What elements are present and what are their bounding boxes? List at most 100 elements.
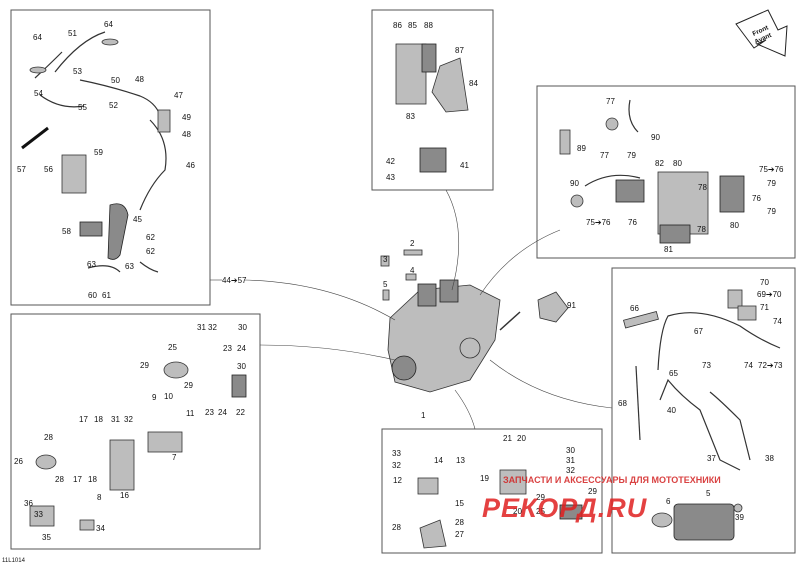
part-callout: 24 [218,408,227,417]
part-callout: 47 [174,91,183,100]
ecu-group [395,43,469,173]
part-callout: 24 [237,344,246,353]
part-callout: 86 [393,21,402,30]
part-callout: 49 [182,113,191,122]
part-callout: 14 [434,456,443,465]
drawing-code: 11L1014 [2,558,26,564]
part-callout: 18 [94,415,103,424]
part-callout: 12 [393,476,402,485]
part-callout: 90 [651,133,660,142]
part-callout: 23 [205,408,214,417]
part-callout: 33 [34,510,43,519]
part-callout: 5 [706,489,711,498]
part-callout: 36 [24,499,33,508]
part-callout: 61 [102,291,111,300]
part-callout: 63 [125,262,134,271]
part-callout: 53 [73,67,82,76]
part-callout: 58 [62,227,71,236]
part-callout: 29 [536,493,545,502]
part-callout: 91 [567,301,576,310]
callouts-bottom-center: 33 32 14 13 12 15 21 20 30 31 32 19 29 2… [392,434,597,539]
part-callout: 28 [44,433,53,442]
part-callout: 23 [223,344,232,353]
part-callout: 29 [140,361,149,370]
part-callout: 57 [17,165,26,174]
part-callout: 30 [238,323,247,332]
part-callout: 50 [111,76,120,85]
part-callout: 68 [618,399,627,408]
part-callout: 75➔76 [759,165,784,174]
part-callout: 66 [630,304,639,313]
part-callout: 60 [88,291,97,300]
part-callout: 75➔76 [586,218,611,227]
part-callout: 28 [392,523,401,532]
part-callout: 18 [88,475,97,484]
part-callout: 78 [698,183,707,192]
part-callout: 43 [386,173,395,182]
part-callout: 32 [208,323,217,332]
front-direction-badge: Front Avant [735,9,788,57]
part-callout: 32 [392,461,401,470]
electrical-group [559,99,745,244]
throttle-body-group [623,289,781,541]
part-callout: 19 [480,474,489,483]
part-callout: 21 [503,434,512,443]
part-callout: 79 [627,151,636,160]
watermark: ЗАПЧАСТИ И АКСЕССУАРЫ ДЛЯ МОТОТЕХНИКИ РЕ… [482,475,721,523]
part-callout: 3 [383,255,388,264]
part-callout: 39 [735,513,744,522]
engine-block [387,279,569,393]
callouts-bottom-left: 31 32 30 25 23 24 29 29 30 9 10 23 24 22… [14,323,247,542]
part-callout: 29 [184,381,193,390]
part-callout: 7 [172,453,177,462]
part-callout: 30 [237,362,246,371]
watermark-logo: РЕКОРД.RU [482,493,648,523]
part-callout: 11 [186,409,195,418]
part-callout: 65 [669,369,678,378]
part-callout: 29 [588,487,597,496]
part-callout: 89 [577,144,586,153]
part-callout: 31 [566,456,575,465]
part-callout: 1 [421,411,426,420]
part-callout: 74 [773,317,782,326]
part-callout: 88 [424,21,433,30]
part-callout: 46 [186,161,195,170]
part-callout: 81 [664,245,673,254]
part-callout: 31 [111,415,120,424]
callouts-right-middle: 70 69➔70 71 74 66 67 73 74 72➔73 65 68 4… [618,278,783,522]
part-callout: 28 [55,475,64,484]
brackets-group [417,469,583,549]
ref-range-label: 44➔57 [222,276,247,285]
part-callout: 85 [408,21,417,30]
part-callout: 33 [392,449,401,458]
part-callout: 77 [600,151,609,160]
part-callout: 73 [702,361,711,370]
callouts-top-right: 77 90 89 77 79 82 80 75➔76 78 76 90 79 7… [570,97,784,254]
part-callout: 76 [628,218,637,227]
part-callout: 80 [673,159,682,168]
part-callout: 26 [14,457,23,466]
part-callout: 79 [767,207,776,216]
part-callout: 90 [570,179,579,188]
part-callout: 30 [566,446,575,455]
part-callout: 48 [135,75,144,84]
part-callout: 82 [655,159,664,168]
part-callout: 10 [164,392,173,401]
small-parts [380,249,423,301]
clamp-64b [101,38,119,46]
part-callout: 38 [765,454,774,463]
leader-lines [210,189,613,430]
part-callout: 59 [94,148,103,157]
part-callout: 48 [182,130,191,139]
part-callout: 35 [42,533,51,542]
part-callout: 62 [146,233,155,242]
part-callout: 20 [513,507,522,516]
part-callout: 13 [456,456,465,465]
part-callout: 72➔73 [758,361,783,370]
part-callout: 5 [383,280,388,289]
watermark-text: ЗАПЧАСТИ И АКСЕССУАРЫ ДЛЯ МОТОТЕХНИКИ [503,475,721,485]
part-callout: 77 [606,97,615,106]
part-callout: 42 [386,157,395,166]
part-callout: 62 [146,247,155,256]
part-callout: 15 [455,499,464,508]
